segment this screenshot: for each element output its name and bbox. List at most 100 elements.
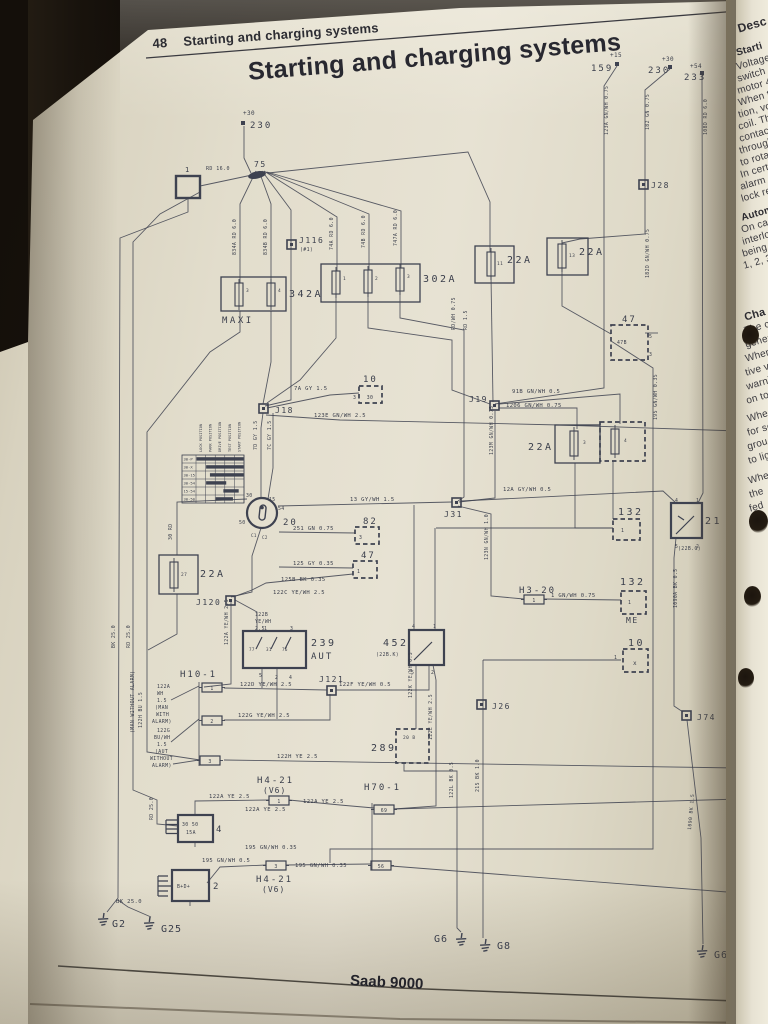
component-label: 239 (311, 638, 337, 649)
wire-label: 195 GN/WH 0.35 (653, 374, 659, 420)
wire-label: BU/WH (154, 735, 170, 741)
wire-label: 30 50 (182, 822, 198, 828)
wire (265, 171, 370, 270)
wire-label: J116 (299, 236, 324, 245)
table-contact-bar (223, 489, 239, 493)
wire-label: 122F YE/WH 0.5 (339, 682, 391, 688)
wire-label: 122A (157, 684, 170, 690)
wire-label: 123E GN/WH 2.5 (314, 413, 366, 419)
wire (403, 763, 462, 933)
wire (230, 527, 262, 598)
component-label: G6 (434, 934, 448, 945)
wire-label: +30 (662, 56, 674, 63)
wire (460, 490, 677, 504)
component-label: 20 (283, 518, 298, 528)
wire-label: RD/WH 0.75 (451, 297, 457, 330)
wire-label: 1 (614, 655, 617, 661)
component-label: 4 (216, 825, 222, 835)
component-label: H4-21 (256, 875, 293, 885)
wire (234, 599, 258, 631)
unit-289 (395, 728, 430, 764)
component-label: 233 (684, 73, 706, 83)
component-label: 21 (705, 516, 722, 527)
component-label: H10-1 (180, 670, 217, 680)
wire-label: 834A RD 6.0 (232, 219, 238, 255)
wire (266, 171, 402, 268)
wire-label: RD 25.0 (126, 625, 132, 648)
wire (494, 65, 618, 405)
wire (278, 566, 354, 569)
wire-label: 74A RD 6.0 (329, 217, 335, 250)
wire-label: ALARM) (152, 763, 172, 769)
component-label: 22A (200, 569, 226, 580)
wire-label: WITH (156, 712, 169, 718)
table-contact-bar (206, 465, 244, 469)
wire (267, 413, 274, 500)
wire-label: 69 (381, 808, 388, 814)
wire-label: 122H YE 2.5 (277, 754, 318, 760)
binder-hole (738, 668, 754, 688)
wire-label: J31 (444, 510, 463, 519)
binder-hole (749, 510, 768, 533)
wire-label: 1.5 (157, 742, 167, 748)
wire (199, 174, 253, 187)
wire (278, 531, 356, 534)
wire-label: +30 (243, 110, 255, 117)
wire (697, 74, 704, 504)
wire (393, 798, 741, 810)
wire-label: 2 (431, 670, 434, 676)
wire-label: 30 (367, 395, 374, 401)
wire-label: 3 (246, 288, 249, 294)
component-label: 10 (363, 375, 378, 385)
wire-label: (V6) (262, 885, 285, 894)
wire-label: 122C YE/WH 2.5 (273, 590, 325, 596)
connector-J116 (286, 239, 297, 250)
wire-label: 122D YE/WH 2.5 (240, 682, 292, 688)
wire-label: 1 (621, 528, 624, 534)
wire-label: 3 (274, 864, 277, 870)
table-row-label: 30-54 (184, 481, 196, 486)
wire (490, 275, 494, 403)
table-row-label: 30-15 (184, 473, 195, 478)
component-label: 47 (361, 551, 376, 561)
wire (267, 151, 491, 252)
alternator-2 (170, 868, 211, 903)
wire-label: J121 (319, 675, 344, 684)
wire (262, 311, 272, 405)
table-column-header: LOCK POSITION (199, 424, 203, 452)
wire (117, 899, 152, 918)
wire-label: 74B RD 6.0 (361, 215, 367, 248)
wire-label: 31 (266, 647, 272, 652)
wire-label: 11 (497, 261, 503, 267)
wire-label: C1 (251, 533, 257, 538)
ground-symbol-G6 (456, 932, 467, 946)
wire-label: 1090 BK 1.5 (687, 794, 696, 831)
wire-label: 122G (157, 728, 170, 734)
wire-label: 4 (289, 675, 292, 681)
wire-label: J19 (469, 395, 488, 404)
wire-label: 251 GN 0.75 (293, 526, 334, 532)
wire-label: 215 BK 1.0 (475, 759, 481, 792)
wire-label: (AUT (155, 749, 168, 755)
wire-label: 3 (208, 759, 211, 765)
wire (170, 718, 200, 743)
connector-J120 (225, 595, 236, 606)
conn-82 (354, 526, 380, 545)
wire-label: 3 (407, 274, 410, 280)
component-label: 132 (620, 577, 646, 588)
wire-label: (#1) (300, 247, 313, 253)
wire-label: 125 GY 0.35 (293, 561, 334, 567)
table-column-header: PARK POSITION (209, 424, 213, 452)
component-label: 132 (618, 507, 644, 518)
wire-label: 122A YE/WH 2.5 (224, 599, 230, 645)
wire-label: 4 (675, 498, 678, 504)
component-label: 47 (622, 315, 637, 325)
wire-label: 122K YE/WH 0.5 (408, 652, 414, 698)
starter-4 (176, 813, 215, 844)
wire-label: 122G YE/WH 2.5 (238, 713, 290, 719)
relay-21 (669, 501, 704, 540)
wire-label: 1 (277, 799, 280, 805)
wire (224, 694, 331, 721)
starter-brush-symbol (165, 819, 179, 835)
wire-label: 108D RD 6.0 (703, 99, 709, 135)
